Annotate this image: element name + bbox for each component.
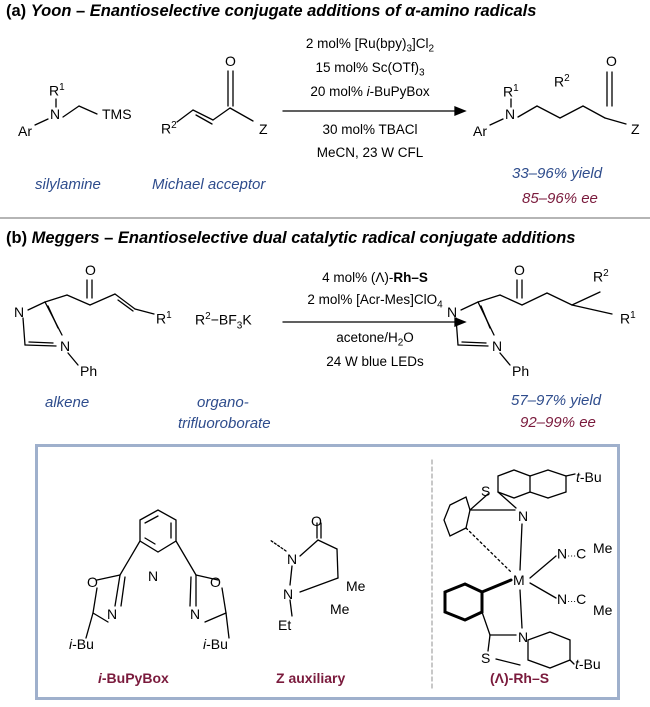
zaux-me2: Me xyxy=(330,601,350,617)
conditions-b-2: 2 mol% [Acr-Mes]ClO4 xyxy=(307,292,443,311)
yield-a: 33–96% yield xyxy=(512,165,603,182)
conditions-b-4: 24 W blue LEDs xyxy=(326,354,424,369)
rh-n-top: N xyxy=(518,508,529,524)
section-b-author: Meggers xyxy=(31,229,100,247)
section-a-title: Enantioselective conjugate additions of … xyxy=(89,2,537,20)
section-a-author: Yoon xyxy=(30,2,72,20)
conditions-a-1: 2 mol% [Ru(bpy)3]Cl2 xyxy=(305,36,435,55)
caption-zaux: Z auxiliary xyxy=(276,670,346,686)
atom-ar-prod-a: Ar xyxy=(473,123,487,139)
section-a-header: (a) Yoon – Enantioselective conjugate ad… xyxy=(6,2,536,21)
caption-rhs: (Λ)-Rh–S xyxy=(490,670,550,686)
atom-tms-a: TMS xyxy=(102,106,132,122)
caption-pybox: i-BuPyBox xyxy=(98,670,169,686)
section-divider xyxy=(0,217,650,219)
alkene-label: alkene xyxy=(45,394,90,411)
atom-r2-prod-a: R2 xyxy=(554,73,570,90)
atom-n-a: N xyxy=(50,106,61,122)
pybox-n-right: N xyxy=(190,606,201,622)
rh-nc1: N⋯C xyxy=(557,545,587,562)
conditions-a-5: MeCN, 23 W CFL xyxy=(316,145,424,160)
section-b-letter: (b) xyxy=(6,229,28,247)
ee-a: 85–96% ee xyxy=(522,190,598,207)
pybox-ibu-left: i-Bu xyxy=(69,636,94,652)
atom-r1-prod-b: R1 xyxy=(620,310,636,327)
pybox-o-right: O xyxy=(210,574,221,590)
section-a-letter: (a) xyxy=(6,2,27,20)
silylamine-label: silylamine xyxy=(35,176,101,193)
section-b-title: Enantioselective dual catalytic radical … xyxy=(117,229,576,247)
atom-o-b: O xyxy=(85,262,96,278)
atom-ph-b: Ph xyxy=(80,363,98,379)
conditions-b-1: 4 mol% (Λ)-Rh–S xyxy=(322,270,428,285)
conditions-a-4: 30 mol% TBACl xyxy=(322,122,418,137)
atom-n1-b: N xyxy=(14,304,25,320)
atom-o-prod-b: O xyxy=(514,262,525,278)
atom-bf3k-b: R2−BF3K xyxy=(195,311,252,332)
rh-me1: Me xyxy=(593,540,613,556)
zaux-o: O xyxy=(311,513,322,529)
rh-me2: Me xyxy=(593,602,613,618)
pybox-n-left: N xyxy=(107,606,118,622)
organotrifluoroborate-label-2: trifluoroborate xyxy=(178,415,271,432)
section-b-header: (b) Meggers – Enantioselective dual cata… xyxy=(6,229,575,248)
atom-r2-prod-b: R2 xyxy=(593,268,609,285)
ee-b: 92–99% ee xyxy=(520,414,596,431)
yield-b: 57–97% yield xyxy=(511,392,602,409)
atom-n-prod-a: N xyxy=(505,106,516,122)
atom-r1-b: R1 xyxy=(156,310,172,327)
atom-n1-prod-b: N xyxy=(447,304,458,320)
catalyst-structures-panel xyxy=(35,444,620,700)
atom-ph-prod-b: Ph xyxy=(512,363,530,379)
atom-o-prod-a: O xyxy=(606,53,617,69)
atom-z-a: Z xyxy=(259,121,268,137)
atom-ar-a: Ar xyxy=(18,123,32,139)
zaux-n2: N xyxy=(283,586,294,602)
rh-m: M xyxy=(513,572,525,588)
zaux-n1: N xyxy=(287,551,298,567)
atom-r1-a: R1 xyxy=(49,82,65,99)
atom-z-prod-a: Z xyxy=(631,121,640,137)
atom-n2-b: N xyxy=(60,338,71,354)
rh-nc2: N⋯C xyxy=(557,591,587,607)
michael-acceptor-label: Michael acceptor xyxy=(152,176,266,193)
organotrifluoroborate-label-1: organo- xyxy=(197,394,249,411)
conditions-a-2: 15 mol% Sc(OTf)3 xyxy=(315,60,425,79)
conditions-a-3: 20 mol% i-BuPyBox xyxy=(310,84,430,99)
rh-tbu-bottom: t-Bu xyxy=(575,656,601,672)
atom-o-a: O xyxy=(225,53,236,69)
pybox-ibu-right: i-Bu xyxy=(203,636,228,652)
zaux-et: Et xyxy=(278,617,292,633)
section-a-dash: – xyxy=(76,2,86,20)
rh-n-bottom: N xyxy=(518,629,529,645)
rh-tbu-top: t-Bu xyxy=(576,469,602,485)
section-b-dash: – xyxy=(104,229,114,247)
atom-n2-prod-b: N xyxy=(492,338,503,354)
atom-r2-a: R2 xyxy=(161,120,177,137)
atom-r1-prod-a: R1 xyxy=(503,83,519,100)
pybox-n-center: N xyxy=(148,568,159,584)
rh-s-top: S xyxy=(481,483,491,499)
pybox-o-left: O xyxy=(87,574,98,590)
zaux-me1: Me xyxy=(346,578,366,594)
rh-s-bottom: S xyxy=(481,650,491,666)
conditions-b-3: acetone/H2O xyxy=(336,330,414,349)
